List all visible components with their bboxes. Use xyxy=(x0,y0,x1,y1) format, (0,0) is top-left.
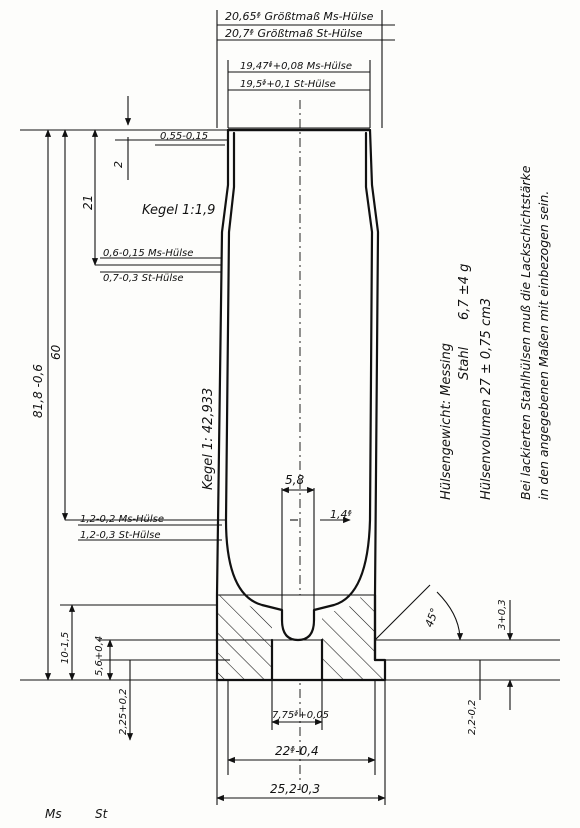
groove-width-dim: 2,2-0,2 xyxy=(467,700,478,735)
base-wall-ms: 1,2-0,2 Ms-Hülse xyxy=(80,514,164,525)
volume-note: Hülsenvolumen 27 ± 0,75 cm3 xyxy=(479,298,494,500)
case-inner-contour xyxy=(224,131,374,642)
pocket-depth-dim: 5,6+0,4 xyxy=(94,636,105,676)
lacquer-note-2: in den angegebenen Maßen mit einbezogen … xyxy=(536,191,551,500)
footer-ms: Ms xyxy=(45,807,62,821)
flash-hole-dim: 1,4ᶲ xyxy=(330,508,352,521)
footer-st: St xyxy=(95,807,109,821)
groove-diameter-dim: 22ᶲ-0,4 xyxy=(275,744,319,758)
cone-1-label: Kegel 1:1,9 xyxy=(142,203,215,218)
head-length-dim: 10-1,5 xyxy=(60,632,71,664)
lacquer-note-1: Bei lackierten Stahlhülsen muß die Lacks… xyxy=(518,165,533,500)
shoulder-wall-st: 0,7-0,3 St-Hülse xyxy=(103,273,183,284)
pocket-diameter-dim: 7,75ᶲ+0,05 xyxy=(272,710,329,721)
dim-2: 2 xyxy=(112,161,125,168)
chamfer-angle: 45° xyxy=(423,606,442,629)
weight-label: Hülsengewicht: Messing xyxy=(439,343,454,500)
rim-thickness-dim: 2,25+0,2 xyxy=(118,688,129,735)
shoulder-wall-ms: 0,6-0,15 Ms-Hülse xyxy=(103,248,193,259)
weight-steel-label: Stahl xyxy=(457,346,472,380)
mouth-wall-dim: 0,55-0,15 xyxy=(160,131,208,142)
cone-2-label: Kegel 1: 42,933 xyxy=(201,388,216,490)
base-wall-st: 1,2-0,3 St-Hülse xyxy=(80,530,160,541)
max-diameter-ms: 20,65ᶲ Größtmaß Ms-Hülse xyxy=(225,10,374,23)
dim-21: 21 xyxy=(81,195,95,210)
groove-depth-dim: 3+0,3 xyxy=(497,599,508,630)
neck-diameter-st: 19,5ᶲ+0,1 St-Hülse xyxy=(240,79,336,90)
primer-diameter-dim: 5,8 xyxy=(285,473,304,487)
neck-diameter-ms: 19,47ᶲ+0,08 Ms-Hülse xyxy=(240,61,352,72)
max-diameter-st: 20,7ᶲ Größtmaß St-Hülse xyxy=(225,27,363,40)
rim-diameter-dim: 25,2-0,3 xyxy=(270,782,320,796)
weight-value: 6,7 ±4 g xyxy=(457,264,472,320)
dim-60: 60 xyxy=(49,344,63,360)
total-length-dim: 81,8 -0,6 xyxy=(31,364,45,418)
